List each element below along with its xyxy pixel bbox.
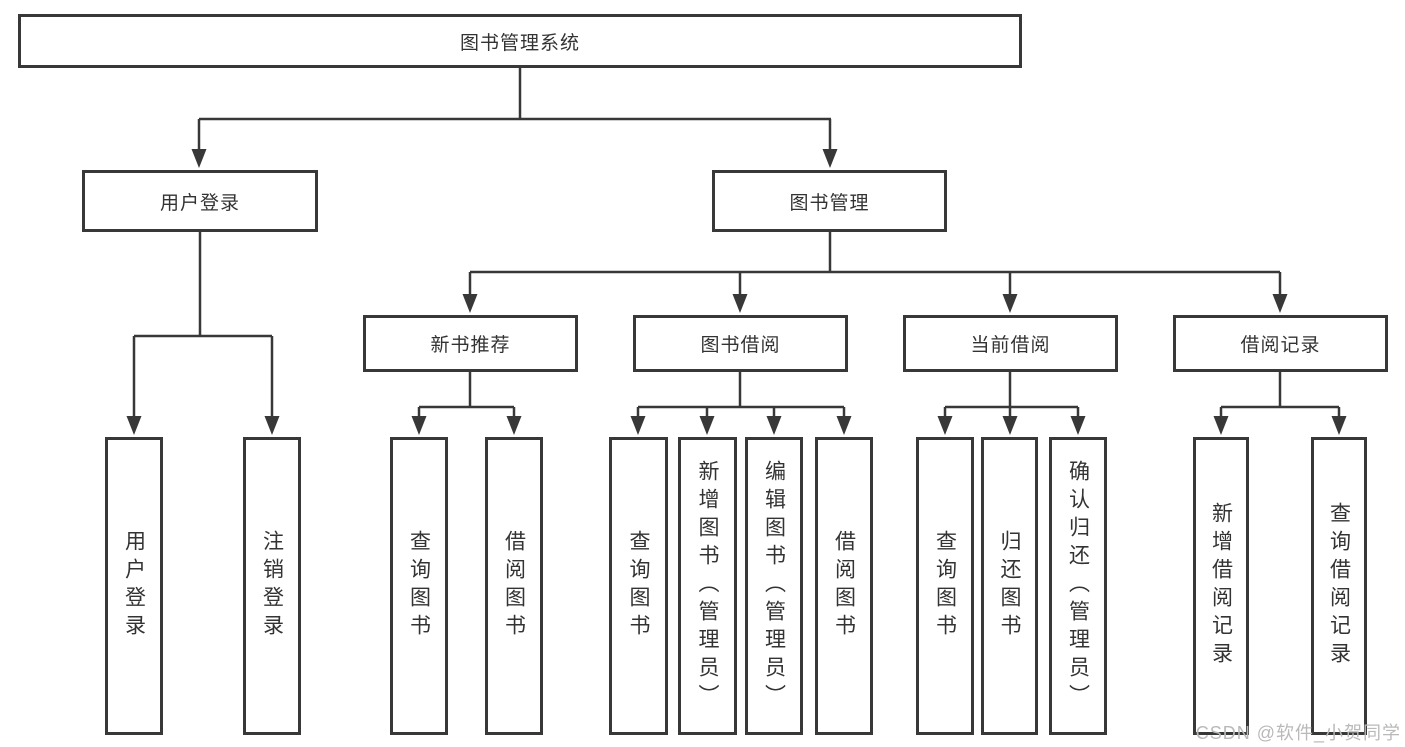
node-label: 新书推荐 (430, 335, 511, 356)
leaf-logout: 注销登录 (243, 437, 301, 735)
node-current-borrow: 当前借阅 (903, 315, 1118, 372)
node-label: 新增图书（管理员） (696, 460, 719, 712)
leaf-return-books: 归还图书 (981, 437, 1038, 735)
arrowheads (126, 149, 1347, 435)
node-label: 图书管理系统 (459, 32, 580, 54)
leaf-query-books-current: 查询图书 (916, 437, 974, 735)
node-label: 借阅图书 (502, 530, 526, 642)
leaf-add-books-admin: 新增图书（管理员） (678, 437, 737, 735)
leaf-borrow-books-recommend: 借阅图书 (485, 437, 543, 735)
node-user-login: 用户登录 (82, 170, 318, 232)
node-book-borrow: 图书借阅 (633, 315, 848, 372)
leaf-query-books-recommend: 查询图书 (390, 437, 448, 735)
leaf-confirm-return-admin: 确认归还（管理员） (1049, 437, 1107, 735)
leaf-query-borrow-record: 查询借阅记录 (1311, 437, 1367, 735)
node-label: 借阅记录 (1240, 335, 1321, 356)
node-label: 新增借阅记录 (1209, 502, 1233, 670)
node-label: 查询图书 (627, 530, 650, 642)
node-new-book-recommend: 新书推荐 (363, 315, 578, 372)
node-label: 编辑图书（管理员） (762, 460, 786, 712)
leaf-edit-books-admin: 编辑图书（管理员） (745, 437, 803, 735)
node-label: 查询图书 (933, 530, 957, 642)
csdn-watermark: CSDN @软件_小贺同学 (1195, 723, 1401, 743)
leaf-add-borrow-record: 新增借阅记录 (1193, 437, 1249, 735)
node-label: 借阅图书 (832, 530, 856, 642)
node-label: 用户登录 (159, 192, 240, 214)
node-label: 注销登录 (260, 530, 284, 642)
node-label: 查询借阅记录 (1327, 502, 1351, 670)
leaf-user-login: 用户登录 (105, 437, 163, 735)
leaf-borrow-books: 借阅图书 (815, 437, 873, 735)
node-label: 确认归还（管理员） (1066, 460, 1090, 712)
node-label: 图书借阅 (700, 335, 781, 356)
node-label: 当前借阅 (970, 335, 1051, 356)
leaf-query-books-borrow: 查询图书 (609, 437, 668, 735)
node-label: 查询图书 (407, 530, 431, 642)
node-label: 用户登录 (122, 530, 146, 642)
node-book-management: 图书管理 (712, 170, 947, 232)
node-library-management-system: 图书管理系统 (18, 14, 1022, 68)
node-label: 图书管理 (789, 192, 870, 214)
node-label: 归还图书 (998, 530, 1021, 642)
node-borrow-records: 借阅记录 (1173, 315, 1388, 372)
